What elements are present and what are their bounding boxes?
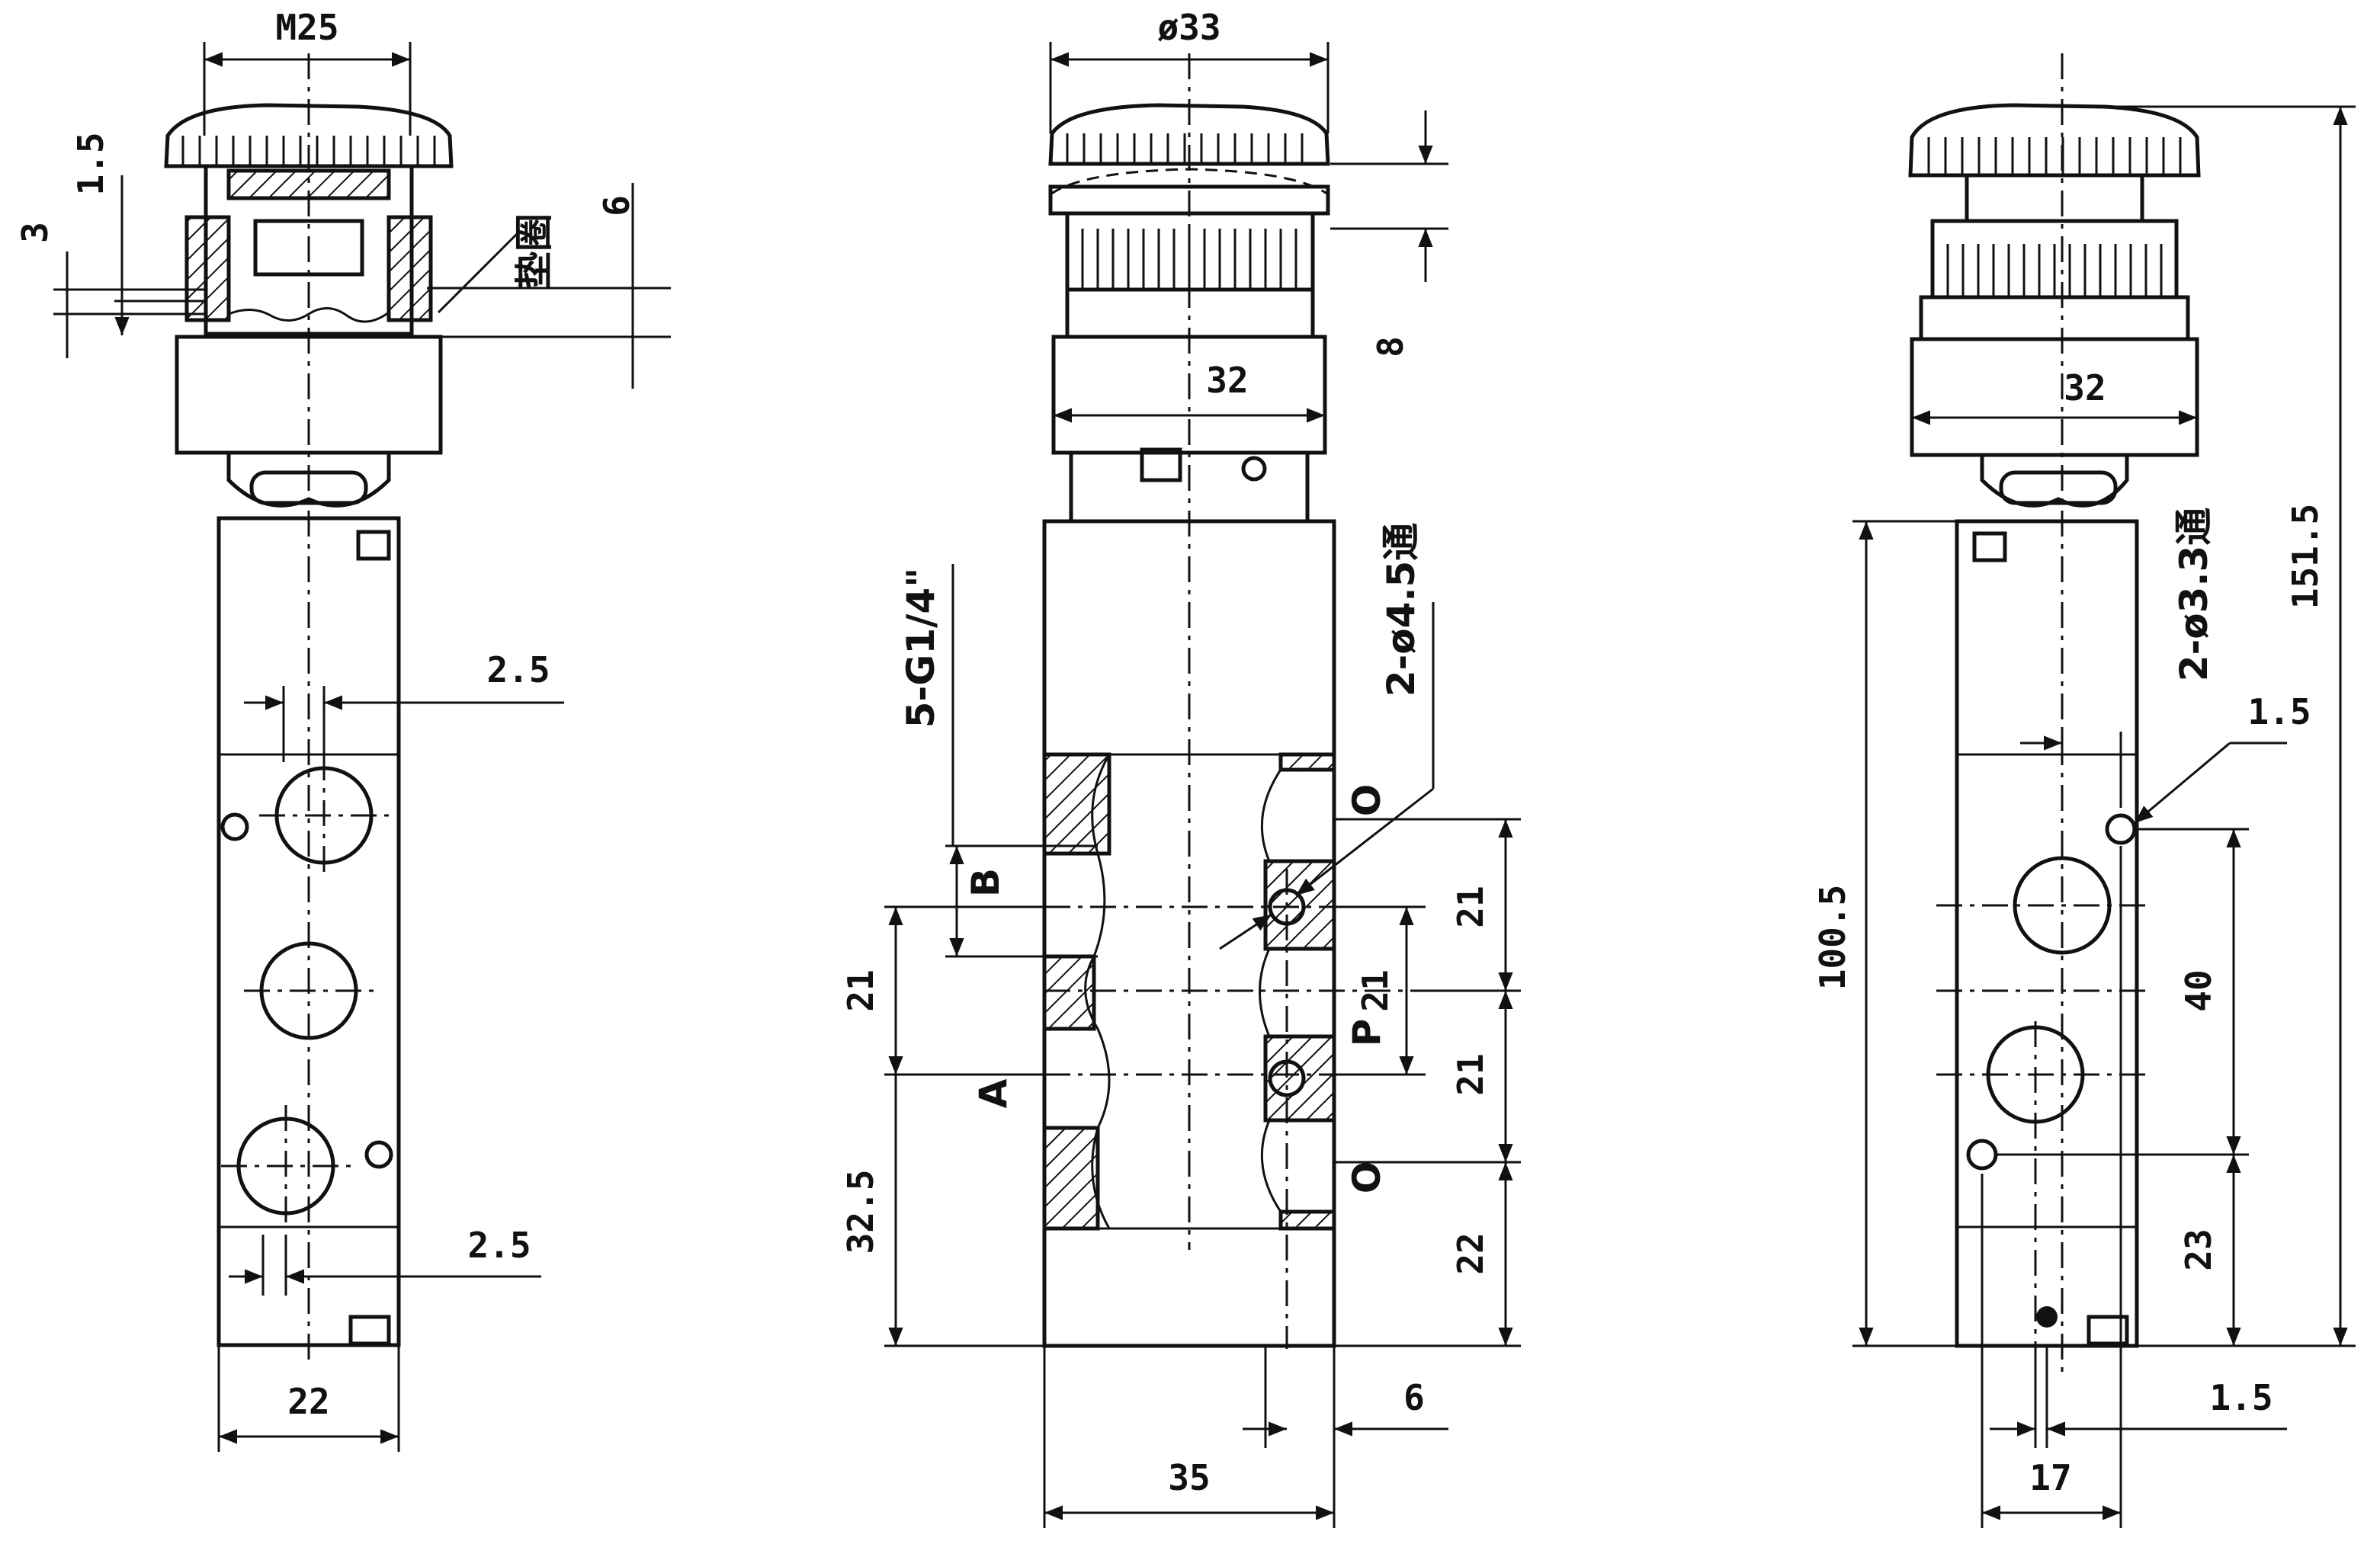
right-mount-hole-2	[1966, 1139, 1998, 1171]
left-mount-hole-2	[364, 1140, 393, 1169]
center-dim-21-mid: 21	[1355, 969, 1396, 1011]
left-view: M25 1.5 3 垫圈 6 2.5 2.5 22	[14, 7, 671, 1452]
left-cap-knurl	[181, 136, 436, 166]
center-dim-8: 8	[1370, 336, 1411, 357]
center-port-B: B	[964, 868, 1008, 897]
left-dim-3: 3	[14, 222, 56, 243]
right-dim-width-17: 17	[2029, 1457, 2071, 1498]
left-gasket-label: 垫圈	[512, 213, 557, 290]
right-cap-knurl	[1927, 137, 2182, 175]
left-dim-1-5: 1.5	[70, 132, 111, 195]
right-dim-1-5-bottom: 1.5	[2209, 1377, 2273, 1418]
left-screw-top	[356, 530, 391, 561]
left-neck-section	[226, 168, 391, 200]
right-housing	[1910, 337, 2199, 457]
center-ports-thread: 5-G1/4"	[899, 568, 943, 728]
right-dim-body-height: 100.5	[1812, 885, 1853, 990]
center-section-left-top	[1042, 752, 1111, 856]
left-screw-bottom	[348, 1315, 391, 1346]
center-dim-width-32: 32	[1206, 360, 1248, 401]
center-port-A: A	[971, 1078, 1015, 1108]
left-dim-width: 22	[287, 1381, 329, 1422]
left-mount-hole-1	[220, 812, 249, 841]
center-dim-21-right-bottom: 21	[1450, 1053, 1491, 1095]
left-dim-2-5-top: 2.5	[486, 649, 550, 690]
right-mount-holes: 2-ø3.3通	[2172, 508, 2216, 681]
center-port-O-bottom: O	[1345, 1161, 1389, 1194]
right-dim-1-5-top: 1.5	[2247, 691, 2311, 732]
right-mount-hole-1	[2105, 813, 2137, 845]
left-button-cap	[164, 103, 454, 168]
left-dim-2-5-bottom: 2.5	[467, 1225, 531, 1266]
center-dim-6: 6	[1403, 1377, 1425, 1418]
center-cap-knurl	[1066, 133, 1304, 164]
center-dim-diameter: ø33	[1157, 7, 1220, 48]
right-view: 32 151.5 2-ø3.3通 1.5 100.5 40 23 1.5	[1812, 53, 2356, 1528]
center-port-P: P	[1345, 1019, 1389, 1047]
right-dim-total-height: 151.5	[2285, 504, 2326, 609]
right-dim-40: 40	[2178, 969, 2219, 1011]
right-dim-23: 23	[2178, 1228, 2219, 1270]
center-button-cap	[1048, 103, 1330, 166]
center-view: ø33 8 32 5-G1/4" B A P O O 2-ø4.5通 21 32…	[840, 7, 1521, 1528]
center-dim-21-left: 21	[840, 969, 881, 1011]
right-body	[1955, 519, 2139, 1348]
center-dim-width-35: 35	[1168, 1457, 1210, 1498]
center-port-O-top: O	[1345, 784, 1389, 817]
center-dim-32-5: 32.5	[840, 1170, 881, 1254]
left-dim-6: 6	[596, 195, 637, 216]
center-mount-holes: 2-ø4.5通	[1379, 523, 1423, 697]
center-dim-22: 22	[1450, 1232, 1491, 1274]
right-button-cap	[1908, 103, 2201, 178]
left-dim-thread: M25	[275, 7, 338, 48]
center-dim-21-right-top: 21	[1450, 886, 1491, 927]
right-dim-width-32: 32	[2064, 367, 2106, 408]
